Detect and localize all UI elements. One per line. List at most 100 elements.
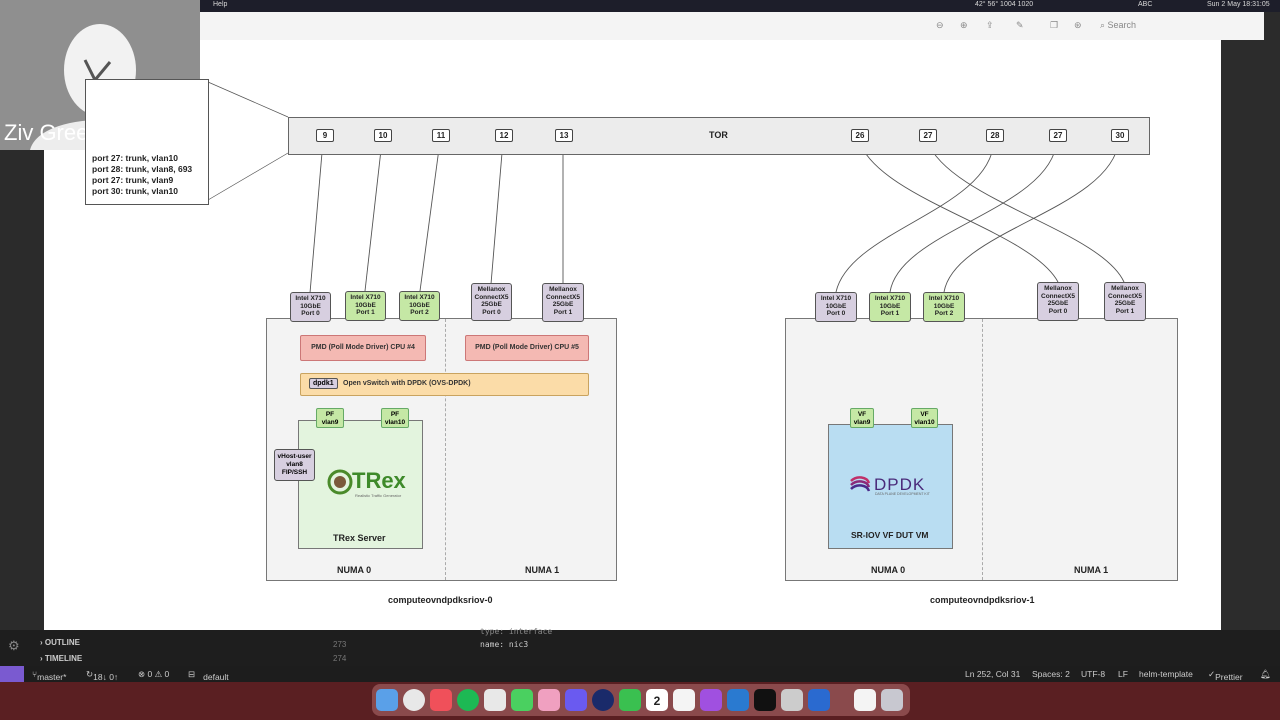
branch-indicator[interactable]: ⑂ master* bbox=[32, 669, 67, 682]
nic-line: ConnectX5 bbox=[1108, 292, 1142, 300]
tor-port: 27 bbox=[1049, 129, 1067, 142]
dpdk-logo-text: DPDK bbox=[874, 475, 926, 494]
sync-indicator[interactable]: ↻ 18↓ 0↑ bbox=[86, 669, 119, 682]
outline-label: OUTLINE bbox=[44, 638, 80, 647]
nic-line: Port 2 bbox=[934, 310, 954, 317]
share-icon[interactable]: ⇪ bbox=[986, 20, 994, 30]
search-placeholder: Search bbox=[1107, 20, 1137, 30]
link-port26 bbox=[858, 140, 1059, 283]
vf-line: VF bbox=[920, 411, 929, 418]
pf-line: vlan9 bbox=[321, 419, 339, 426]
nic-line: Port 2 bbox=[410, 309, 429, 316]
trex-server: TRex Realistic Traffic Generator TRex Se… bbox=[298, 420, 423, 549]
outline-section[interactable]: › OUTLINE bbox=[40, 638, 80, 647]
pf-line: PF bbox=[390, 411, 400, 418]
nic-line: Intel X710 bbox=[295, 295, 326, 302]
dut-vm: DPDK DATA PLANE DEVELOPMENT KIT SR-IOV V… bbox=[828, 424, 953, 549]
presenter-video bbox=[0, 0, 200, 150]
settings-gear-icon[interactable]: ⚙ bbox=[8, 638, 20, 653]
numa0-label: NUMA 0 bbox=[337, 565, 372, 575]
nic-intel-port2: Intel X710 10GbE Port 2 bbox=[923, 292, 965, 322]
profile-indicator[interactable]: ⊟ default bbox=[188, 669, 229, 682]
language-mode[interactable]: helm-template bbox=[1139, 669, 1193, 679]
podcasts-icon[interactable] bbox=[700, 689, 722, 711]
link-port12 bbox=[490, 140, 504, 285]
formatter[interactable]: ✓ Prettier bbox=[1208, 669, 1243, 682]
encoding[interactable]: UTF-8 bbox=[1081, 669, 1106, 679]
zoom-in-icon[interactable]: ⊕ bbox=[960, 20, 968, 30]
nic-intel-port2: Intel X710 10GbE Port 2 bbox=[399, 291, 440, 321]
remote-indicator[interactable] bbox=[0, 666, 24, 682]
music-icon[interactable] bbox=[430, 689, 452, 711]
code-line: type: interface bbox=[480, 627, 553, 636]
vhost-line: vlan8 bbox=[286, 461, 303, 468]
reminders-icon[interactable] bbox=[673, 689, 695, 711]
preview-icon[interactable] bbox=[781, 689, 803, 711]
vscode-icon[interactable] bbox=[727, 689, 749, 711]
nic-intel-port1: Intel X710 10GbE Port 1 bbox=[345, 291, 386, 321]
markup-icon[interactable]: ✎ bbox=[1016, 20, 1024, 30]
nic-line: Mellanox bbox=[1044, 285, 1072, 292]
nic-line: 10GbE bbox=[409, 301, 430, 309]
vf-line: VF bbox=[857, 411, 867, 418]
cursor-position[interactable]: Ln 252, Col 31 bbox=[965, 669, 1021, 679]
tor-port: 9 bbox=[316, 129, 334, 142]
nic-line: Intel X710 bbox=[350, 294, 381, 301]
photos-icon[interactable] bbox=[538, 689, 560, 711]
server0-hostname: computeovndpdksriov-0 bbox=[388, 595, 493, 605]
menu-help[interactable]: Help bbox=[213, 1, 228, 8]
input-source[interactable]: ABC bbox=[1138, 1, 1153, 8]
numa1-label: NUMA 1 bbox=[525, 565, 560, 575]
spotify-icon[interactable] bbox=[457, 689, 479, 711]
tor-port: 28 bbox=[986, 129, 1004, 142]
nic-mellanox-port1: Mellanox ConnectX5 25GbE Port 1 bbox=[542, 283, 584, 322]
notifications-bell-icon[interactable]: 🔔︎ bbox=[1260, 669, 1271, 679]
numa0-label: NUMA 0 bbox=[871, 565, 906, 575]
messages-icon[interactable] bbox=[511, 689, 533, 711]
vhost-line: vHost-user bbox=[277, 453, 312, 460]
clock: Sun 2 May 18:31:05 bbox=[1207, 1, 1270, 8]
nic-line: Port 0 bbox=[826, 310, 846, 317]
line-ending[interactable]: LF bbox=[1118, 669, 1128, 679]
indentation[interactable]: Spaces: 2 bbox=[1032, 669, 1070, 679]
search-field[interactable]: ⌕ Search bbox=[1100, 20, 1137, 30]
trash-icon[interactable] bbox=[881, 689, 903, 711]
pf-line: vlan10 bbox=[384, 419, 406, 426]
chrome-icon[interactable] bbox=[403, 689, 425, 711]
document-icon[interactable] bbox=[854, 689, 876, 711]
problems-indicator[interactable]: ⊗ 0 ⚠ 0 bbox=[138, 669, 170, 679]
finder-icon[interactable] bbox=[376, 689, 398, 711]
slack-icon[interactable] bbox=[484, 689, 506, 711]
menu-bar: Help 42° 56° 1004 1020 ABC Sun 2 May 18:… bbox=[0, 0, 1280, 12]
profile-label: default bbox=[203, 672, 229, 682]
facetime-icon[interactable] bbox=[619, 689, 641, 711]
link-port27a bbox=[926, 140, 1125, 283]
nic-line: Mellanox bbox=[1111, 285, 1139, 292]
nic-line: ConnectX5 bbox=[546, 293, 580, 301]
nic-line: Intel X710 bbox=[874, 295, 906, 302]
onepassword-icon[interactable] bbox=[592, 689, 614, 711]
pf-vlan10: PF vlan10 bbox=[381, 408, 409, 428]
bbedit-icon[interactable] bbox=[808, 689, 830, 711]
dpdk1-port: dpdk1 bbox=[309, 378, 338, 389]
window-icon[interactable]: ❐ bbox=[1050, 20, 1059, 30]
numa-divider bbox=[445, 319, 446, 580]
dpdk-logo-icon bbox=[850, 476, 871, 492]
terminal-icon[interactable] bbox=[754, 689, 776, 711]
nic-line: 25GbE bbox=[1114, 300, 1136, 307]
annotate-icon[interactable]: ⊛ bbox=[1074, 20, 1082, 30]
dock: 2 bbox=[372, 684, 910, 716]
pmd-cpu5: PMD (Poll Mode Driver) CPU #5 bbox=[465, 335, 589, 361]
nic-line: ConnectX5 bbox=[474, 293, 509, 301]
timeline-section[interactable]: › TIMELINE bbox=[40, 654, 83, 663]
port-legend: port 27: trunk, vlan10 port 28: trunk, v… bbox=[85, 79, 209, 205]
pmd-cpu4: PMD (Poll Mode Driver) CPU #4 bbox=[300, 335, 426, 361]
server1-hostname: computeovndpdksriov-1 bbox=[930, 595, 1035, 605]
calendar-icon[interactable]: 2 bbox=[646, 689, 668, 711]
nic-line: 25GbE bbox=[1047, 300, 1069, 307]
pf-vlan9: PF vlan9 bbox=[316, 408, 344, 428]
app-icon[interactable] bbox=[565, 689, 587, 711]
legend-callout-top bbox=[207, 81, 289, 118]
zoom-out-icon[interactable]: ⊖ bbox=[936, 20, 944, 30]
